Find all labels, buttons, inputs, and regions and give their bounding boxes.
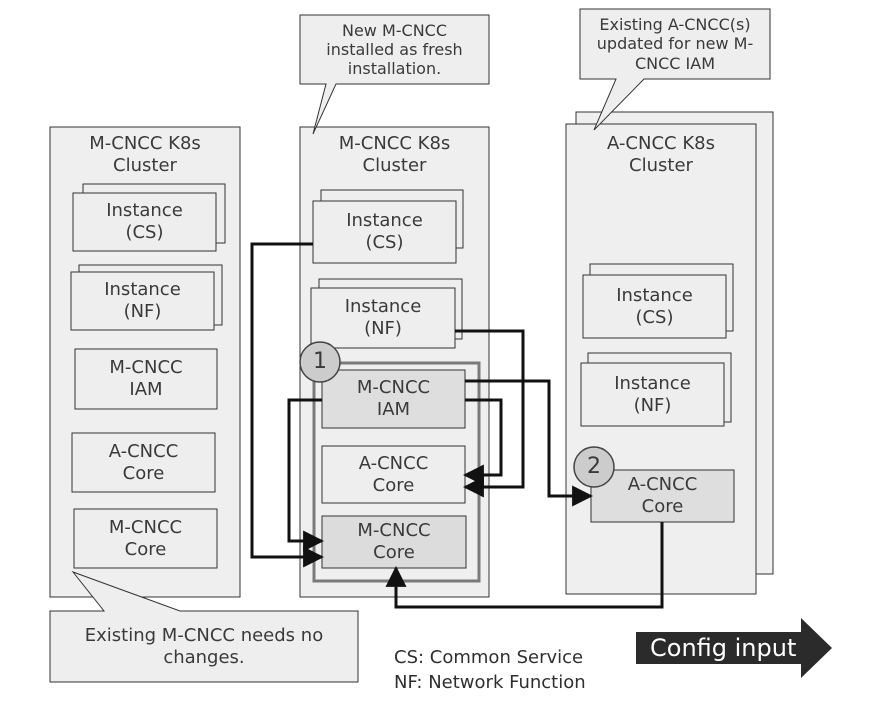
new-iam-label: M-CNCC IAM — [356, 377, 431, 420]
acncc-cs-label: Instance (CS) — [616, 284, 693, 328]
existing-acore-label: A-CNCC Core — [108, 440, 179, 484]
callout-existing-mcncc — [49, 570, 359, 683]
existing-iam-label: M-CNCC IAM — [109, 357, 183, 400]
new-acore-box — [321, 445, 466, 504]
badge-one-circle — [299, 341, 341, 383]
acncc-core-box — [590, 469, 735, 523]
line-cs-to-mcore — [250, 242, 325, 568]
new-acore-label: A-CNCC Core — [358, 452, 429, 496]
config-input-arrow — [636, 618, 832, 678]
existing-mcore-box — [73, 508, 218, 569]
existing-cs-box — [72, 192, 217, 252]
acncc-core-label: A-CNCC Core — [627, 474, 698, 517]
callout-existing-acncc-text: Existing A-CNCC(s) updated for new M- CN… — [596, 15, 754, 73]
badge-two-circle — [573, 446, 615, 488]
badge-two: 2 — [587, 453, 601, 479]
new-iam-box — [321, 369, 466, 429]
new-cs-label: Instance (CS) — [346, 210, 423, 253]
connector-lines — [250, 242, 664, 609]
existing-iam-box — [74, 348, 218, 410]
legend-nf: NF: Network Function — [394, 672, 586, 694]
line-nf-to-acore — [455, 329, 525, 498]
acncc-nf-label: Instance (NF) — [614, 372, 691, 416]
callout-existing-mcncc-text: Existing M-CNCC needs no changes. — [84, 624, 324, 668]
existing-nf-box — [70, 271, 215, 331]
legend: CS: Common Service NF: Network Function — [394, 645, 586, 695]
new-mcore-box — [321, 515, 467, 569]
new-nf-box — [310, 287, 456, 349]
line-iam-to-acncc-core — [465, 379, 594, 507]
acncc-cs-box — [582, 274, 727, 339]
callout-new-mcncc-text: New M-CNCC installed as fresh installati… — [326, 20, 463, 79]
acncc-cluster-title: A-CNCC K8s Cluster — [607, 133, 715, 176]
existing-acore-box — [71, 432, 216, 493]
existing-cs-label: Instance (CS) — [106, 200, 183, 243]
new-mcncc-cluster-title: M-CNCC K8s Cluster — [338, 133, 451, 176]
line-iam-to-mcore — [287, 398, 325, 552]
new-mcore-label: M-CNCC Core — [357, 520, 431, 563]
badge-one: 1 — [313, 348, 327, 374]
existing-mcore-label: M-CNCC Core — [108, 516, 183, 560]
line-iam-to-acore — [462, 398, 503, 486]
new-cs-box — [312, 200, 457, 264]
line-acncc-core-to-mcore — [385, 522, 664, 609]
config-input-label: Config input — [650, 634, 797, 662]
callout-existing-acncc — [579, 8, 771, 131]
existing-nf-label: Instance (NF) — [104, 279, 181, 322]
new-nf-label: Instance (NF) — [344, 296, 422, 339]
legend-cs: CS: Common Service — [394, 647, 584, 668]
callout-new-mcncc — [299, 14, 490, 135]
existing-mcncc-cluster-title: M-CNCC K8s Cluster — [89, 133, 201, 176]
acncc-nf-box — [580, 362, 725, 427]
